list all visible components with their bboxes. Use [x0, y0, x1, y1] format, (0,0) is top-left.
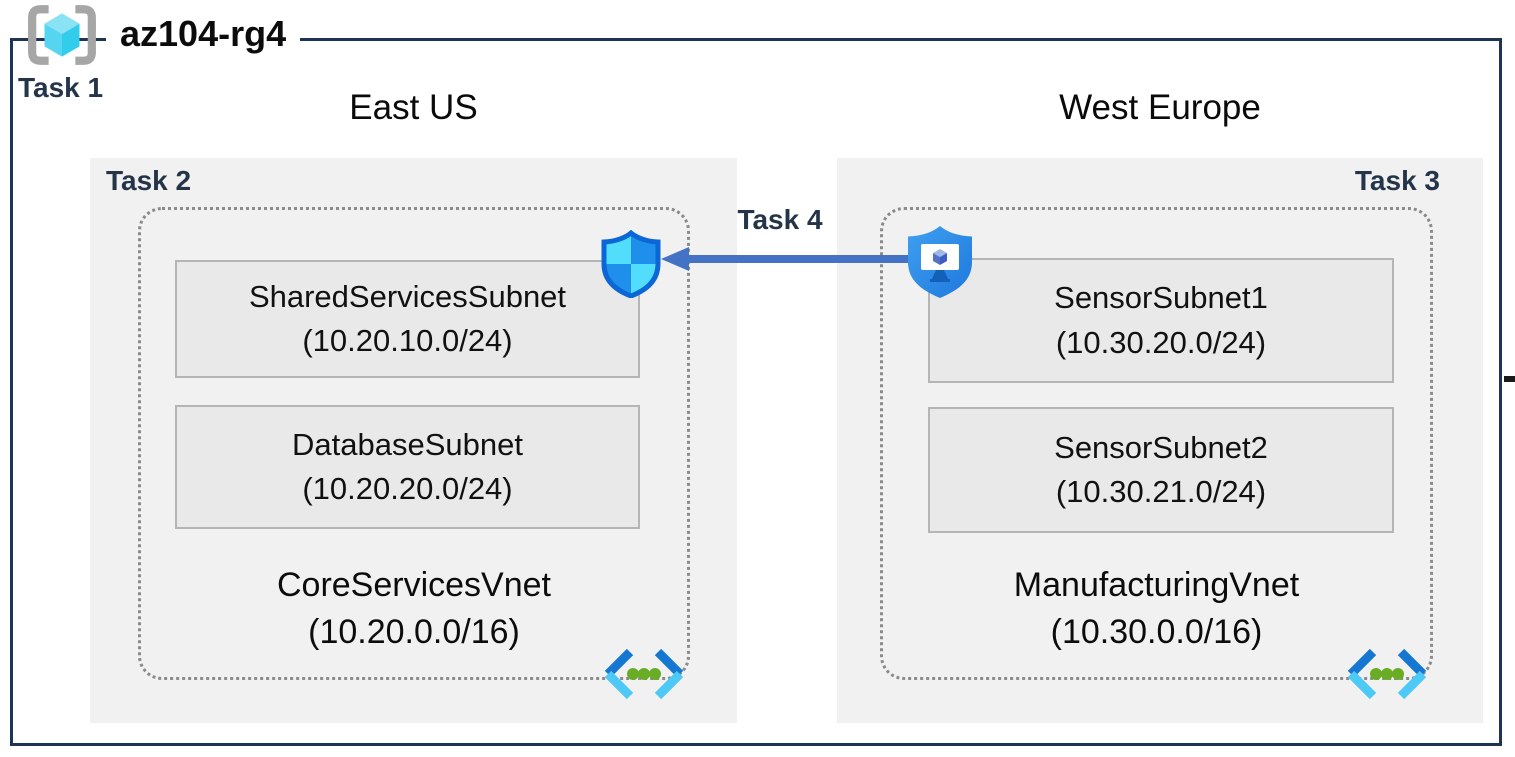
task-3-label: Task 3 — [1354, 165, 1440, 196]
vnet-boundary-coreservices — [138, 207, 690, 680]
bastion-shield-icon — [908, 226, 972, 298]
subnet-cidr: (10.30.20.0/24) — [1055, 324, 1267, 360]
network-security-group-shield-icon — [601, 230, 661, 298]
virtual-network-icon — [604, 648, 684, 700]
subnet-cidr: (10.20.10.0/24) — [302, 323, 513, 358]
vnet-cidr: (10.30.0.0/16) — [1050, 612, 1263, 651]
subnet-cidr: (10.30.21.0/24) — [1055, 474, 1267, 509]
region-label-west-europe: West Europe — [1059, 88, 1261, 127]
subnet-name: DatabaseSubnet — [292, 426, 523, 462]
vnet-label-coreservices: CoreServicesVnet (10.20.0.0/16) — [138, 562, 690, 656]
vnet-name: ManufacturingVnet — [1013, 566, 1300, 604]
region-label-east-us: East US — [349, 88, 478, 127]
task-4-label: Task 4 — [737, 204, 823, 235]
subnet-cidr: (10.20.20.0/24) — [302, 471, 513, 506]
subnet-name: SharedServicesSubnet — [248, 278, 567, 314]
peering-arrow — [661, 247, 951, 271]
subnet-sensor2: SensorSubnet2 (10.30.21.0/24) — [928, 407, 1394, 533]
subnet-sharedservices: SharedServicesSubnet (10.20.10.0/24) — [175, 260, 640, 378]
virtual-network-icon — [1347, 648, 1427, 700]
vnet-name: CoreServicesVnet — [276, 566, 551, 604]
task-2-label: Task 2 — [106, 165, 192, 196]
resource-group-title: az104-rg4 — [106, 13, 301, 55]
subnet-database: DatabaseSubnet (10.20.20.0/24) — [175, 405, 640, 529]
vnet-cidr: (10.20.0.0/16) — [308, 612, 520, 651]
subnet-sensor1: SensorSubnet1 (10.30.20.0/24) — [928, 258, 1394, 383]
vnet-boundary-manufacturing — [880, 207, 1433, 680]
resource-group-border — [10, 38, 1502, 746]
resource-group-icon — [28, 5, 96, 65]
subnet-name: SensorSubnet1 — [1054, 280, 1268, 316]
task-1-label: Task 1 — [18, 72, 104, 103]
edge-tick-mark — [1504, 376, 1515, 382]
subnet-name: SensorSubnet2 — [1054, 429, 1268, 465]
vnet-label-manufacturing: ManufacturingVnet (10.30.0.0/16) — [880, 562, 1433, 656]
